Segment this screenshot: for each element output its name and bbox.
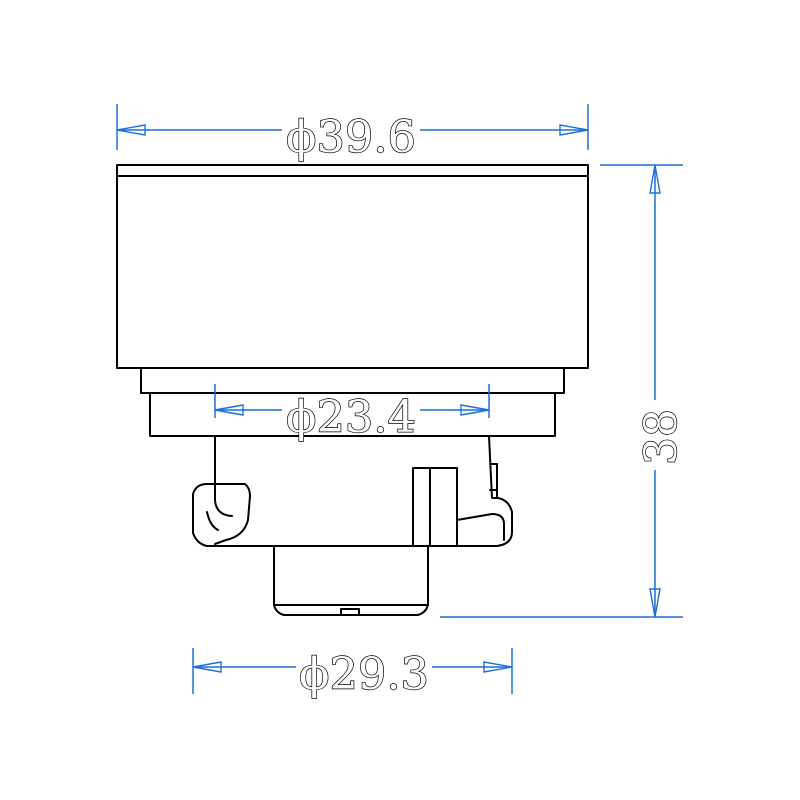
dimension-label: 38: [636, 409, 687, 465]
arrow-right-icon: [460, 404, 490, 416]
top-cap: [116, 164, 589, 369]
lower-body: [192, 435, 513, 547]
dimension-bottom-diameter: ϕ29.3: [192, 648, 513, 701]
dimension-label: ϕ23.4: [286, 392, 416, 443]
right-latch: [412, 467, 458, 547]
dimension-label: ϕ39.6: [286, 112, 416, 163]
right-tab: [456, 513, 505, 541]
left-clip-curve: [206, 511, 219, 531]
arrow-left-icon: [116, 124, 146, 136]
dimension-top-diameter: ϕ39.6: [116, 104, 589, 164]
part-outline: [116, 164, 589, 616]
bottom-plug-tab: [340, 608, 360, 616]
dimension-height: 38: [440, 164, 688, 618]
arrow-left-icon: [192, 661, 222, 673]
arrow-right-icon: [483, 661, 513, 673]
arrow-left-icon: [214, 404, 244, 416]
dimension-middle-diameter: ϕ23.4: [214, 384, 490, 444]
step-ring: [140, 367, 565, 394]
dimension-label: ϕ29.3: [299, 649, 429, 700]
arrow-up-icon: [649, 164, 661, 194]
left-clip: [206, 483, 251, 545]
arrow-right-icon: [559, 124, 589, 136]
left-clip-inner: [214, 483, 233, 517]
arrow-down-icon: [649, 588, 661, 618]
